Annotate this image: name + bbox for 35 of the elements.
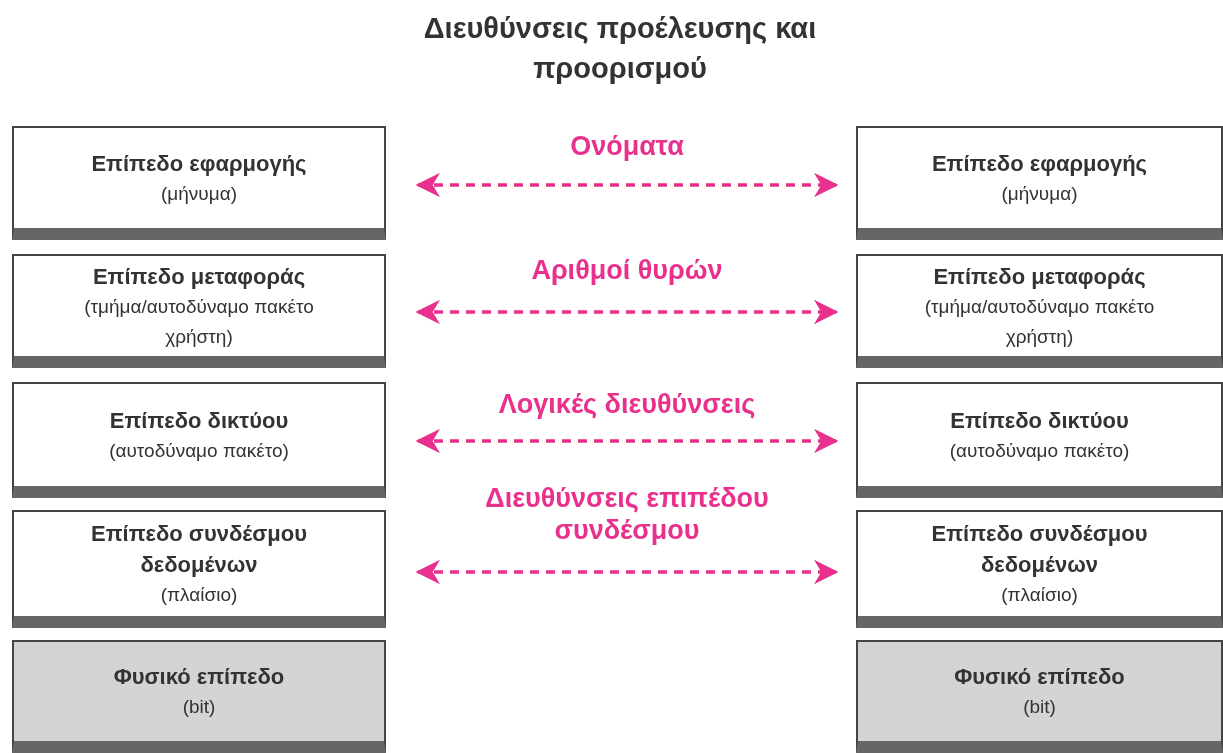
layer-name: Επίπεδο δικτύου [109,406,289,435]
layer-box [12,510,386,628]
data-unit-label: (πλαίσιο) [1001,583,1078,607]
layer-box [12,254,386,368]
data-unit-label: (bit) [1023,695,1056,719]
double-arrow [415,428,839,454]
double-arrow [415,172,839,198]
layer-name: Επίπεδο συνδέσμου δεδομένων [930,520,1149,579]
data-unit-label: (τμήμα/αυτοδύναμο πακέτο χρήστη) [923,294,1156,349]
data-unit-label: (αυτοδύναμο πακέτο) [949,438,1130,463]
data-unit-label: (τμήμα/αυτοδύναμο πακέτο χρήστη) [83,294,315,349]
layer-name: Φυσικό επίπεδο [954,663,1125,691]
data-unit-label: (αυτοδύναμο πακέτο) [109,438,289,463]
layer-name: Επίπεδο μεταφοράς [933,262,1146,291]
layer-box [12,640,386,753]
data-unit-label: (μήνυμα) [1001,181,1078,206]
data-unit-label: (μήνυμα) [161,181,237,206]
layer-name: Φυσικό επίπεδο [113,663,285,691]
data-unit-label: (bit) [182,695,216,719]
double-arrow [415,299,839,325]
layer-name: Επίπεδο συνδέσμου δεδομένων [90,520,308,579]
layer-name: Επίπεδο μεταφοράς [92,262,306,291]
layer-name: Επίπεδο δικτύου [950,406,1129,435]
layer-box [856,640,1223,753]
layer-name: Επίπεδο εφαρμογής [91,149,307,178]
layer-box [856,510,1223,628]
double-arrow [415,559,839,585]
layer-name: Επίπεδο εφαρμογής [931,149,1148,178]
layer-box [856,254,1223,368]
layer-box [12,382,386,498]
title: Διευθύνσεις προέλευσης και προορισμού [422,11,818,86]
layer-box [12,126,386,240]
layer-box [856,382,1223,498]
data-unit-label: (πλαίσιο) [160,583,238,607]
layer-box [856,126,1223,240]
